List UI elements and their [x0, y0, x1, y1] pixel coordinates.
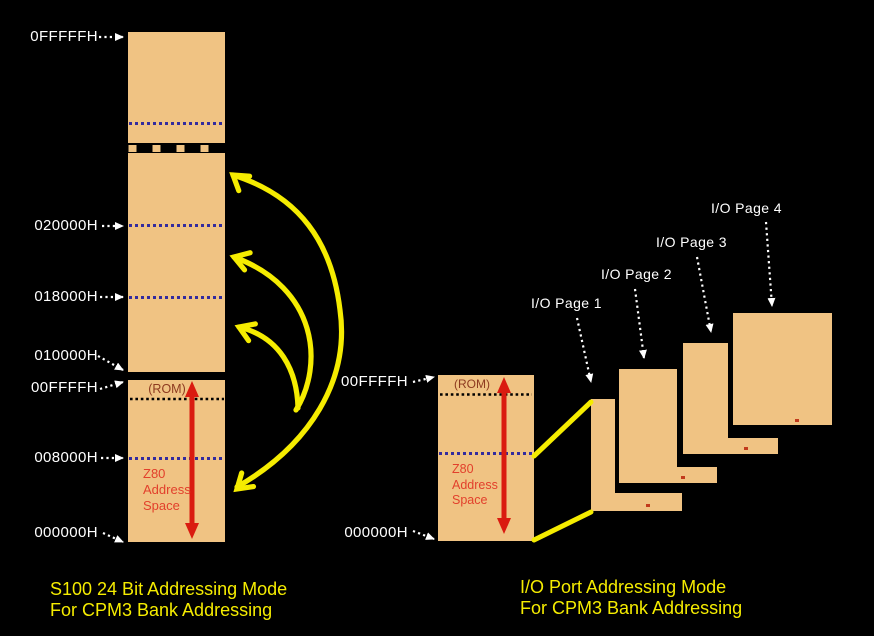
arrowhead-bottom	[233, 470, 257, 493]
io-page-3-label: I/O Page 3	[656, 234, 727, 250]
arrowhead-top	[229, 172, 253, 194]
page-4-red-mark	[795, 419, 799, 422]
z80-span-arrow-left	[185, 381, 199, 539]
address-label-0fffffh: 0FFFFFH	[30, 28, 98, 45]
page-2-red-mark	[681, 476, 685, 479]
pointer-right-000000h	[412, 529, 435, 541]
z80-span-arrow-right	[497, 377, 511, 534]
z80-space-label-right: Z80 Address Space	[452, 462, 498, 507]
io-page-1-block	[591, 399, 615, 511]
address-label-right-00ffffh: 00FFFFH	[341, 373, 408, 390]
pointer-io-page-2	[633, 288, 647, 359]
io-page-1-label: I/O Page 1	[531, 295, 602, 311]
io-page-2-foot	[619, 467, 717, 483]
s100-memory-block-middle	[128, 153, 225, 372]
pointer-000000h	[102, 531, 124, 544]
io-page-2-label: I/O Page 2	[601, 266, 672, 282]
bank-swap-curve-long	[230, 172, 345, 490]
pointer-010000h	[97, 355, 124, 371]
z80-space-label-left: Z80 Address Space	[143, 466, 191, 513]
bank-swap-curve-mid	[231, 254, 314, 413]
page-1-red-mark	[646, 504, 650, 507]
pointer-right-00ffffh	[412, 374, 435, 384]
io-page-3-foot	[683, 438, 778, 454]
address-label-right-000000h: 000000H	[344, 524, 408, 541]
arrowhead-mid	[229, 250, 253, 273]
address-label-020000h: 020000H	[34, 217, 98, 234]
io-z80-memory-block	[438, 375, 534, 541]
left-diagram-title: S100 24 Bit Addressing Mode For CPM3 Ban…	[50, 579, 288, 620]
io-map-line-bottom	[531, 509, 594, 543]
bank-swap-arrows	[229, 172, 345, 493]
io-page-4-block	[733, 313, 832, 425]
pointer-00ffffh	[99, 380, 124, 391]
pointer-io-page-3	[695, 256, 714, 333]
rom-label-left: (ROM)	[148, 382, 186, 396]
page-3-red-mark	[744, 447, 748, 450]
pointer-io-page-1	[575, 317, 594, 383]
address-label-000000h: 000000H	[34, 524, 98, 541]
io-page-2-block	[619, 369, 677, 483]
io-page-3-block	[683, 343, 728, 439]
s100-memory-block-z80	[128, 380, 225, 542]
io-page-4-label: I/O Page 4	[711, 200, 782, 216]
io-page-1-foot	[591, 493, 682, 511]
io-map-line-top	[531, 399, 594, 459]
right-diagram-title: I/O Port Addressing Mode For CPM3 Bank A…	[520, 577, 743, 618]
pointer-io-page-4	[764, 221, 776, 307]
address-label-00ffffh: 00FFFFH	[31, 379, 98, 396]
address-label-018000h: 018000H	[34, 288, 98, 305]
bank-swap-curve-short	[236, 324, 301, 411]
rom-label-right: (ROM)	[454, 377, 490, 391]
arrowhead-short	[234, 321, 258, 344]
address-label-010000h: 010000H	[34, 347, 98, 364]
address-label-008000h: 008000H	[34, 449, 98, 466]
